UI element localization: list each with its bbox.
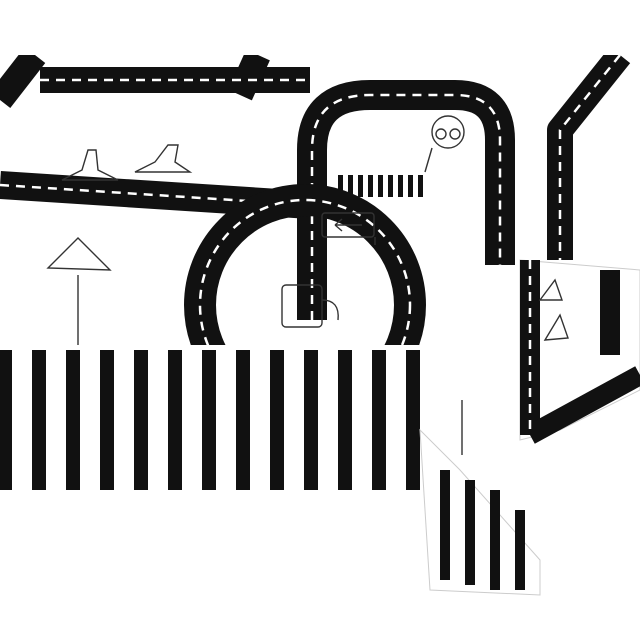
road-loop	[184, 80, 515, 345]
road-top	[0, 55, 310, 108]
tablecloth-side-panel	[461, 259, 640, 455]
fuel-pump-icon	[281, 284, 339, 328]
road-network	[0, 55, 631, 345]
road-right	[547, 55, 631, 260]
stripe-pattern	[0, 350, 420, 490]
bicycle-sign-icon	[424, 115, 465, 173]
arrow-left-sign-icon	[321, 212, 376, 245]
crosswalk-icon	[338, 175, 423, 197]
tablecloth-front-skirt	[0, 345, 541, 596]
roundabout-sign-icon	[46, 237, 112, 345]
traffic-cone-icon	[538, 278, 569, 341]
traffic-cone-icon	[61, 144, 193, 181]
